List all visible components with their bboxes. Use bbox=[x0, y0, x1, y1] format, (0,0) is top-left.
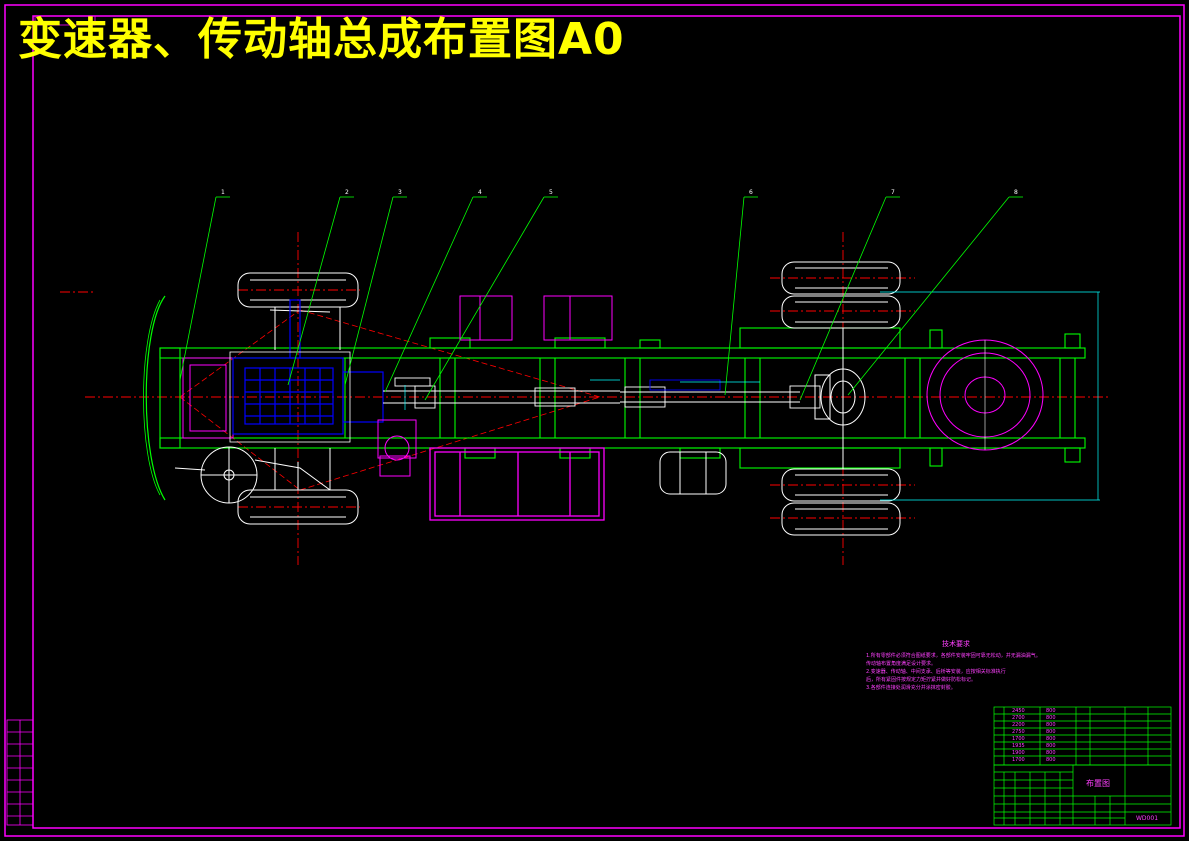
outer-frame bbox=[4, 4, 1185, 837]
rear-wheels bbox=[781, 261, 901, 536]
parts-table bbox=[993, 706, 1172, 766]
balloon-numbers: 1 2 3 4 5 6 7 8 bbox=[221, 189, 1018, 196]
dimension-table-width: 800 bbox=[1046, 750, 1056, 756]
balloon-5: 5 bbox=[549, 189, 553, 196]
dimension-table-length: 1935 bbox=[1012, 743, 1025, 749]
centerlines bbox=[60, 232, 1110, 565]
dimension-table-length: 1700 bbox=[1012, 736, 1025, 742]
dimension-table-length: 2450 bbox=[1012, 708, 1025, 714]
dimension-table-width: 800 bbox=[1046, 729, 1056, 735]
sheet-tag-box bbox=[34, 15, 96, 26]
title-block-drawing-number: WD001 bbox=[1136, 815, 1159, 822]
front-axle-steering bbox=[174, 307, 341, 504]
dimension-table-width: 800 bbox=[1046, 722, 1056, 728]
battery-boxes bbox=[459, 295, 613, 341]
rear-axle-differential bbox=[814, 328, 866, 469]
requirement-line: 1.所有零部件必须符合图纸要求，各部件安装牢固可靠无松动，并无漏油漏气。 bbox=[866, 653, 1041, 659]
dimension-table-length: 1900 bbox=[1012, 750, 1025, 756]
balloon-1: 1 bbox=[221, 189, 225, 196]
left-revision-strips bbox=[6, 719, 34, 826]
requirement-line: 3.各部件连接处润滑充分并涂抹密封胶。 bbox=[866, 685, 956, 691]
engine bbox=[182, 357, 234, 439]
dimension-table-length: 2700 bbox=[1012, 715, 1025, 721]
dimension-table-length: 2200 bbox=[1012, 722, 1025, 728]
dimension-table-width: 800 bbox=[1046, 757, 1056, 763]
inner-frame bbox=[32, 15, 1181, 829]
front-bumper bbox=[145, 295, 166, 501]
dimension-table-length: 1700 bbox=[1012, 757, 1025, 763]
chassis-frame bbox=[159, 327, 1086, 469]
drawing-title: 变速器、传动轴总成布置图A0 bbox=[18, 14, 625, 65]
balloon-leaders bbox=[179, 196, 1023, 401]
dimension-table-width: 800 bbox=[1046, 736, 1056, 742]
dimension-lines bbox=[404, 291, 1100, 501]
spare-tire bbox=[926, 339, 1044, 451]
dimension-table-width: 800 bbox=[1046, 743, 1056, 749]
balloon-4: 4 bbox=[478, 189, 482, 196]
balloon-7: 7 bbox=[891, 189, 895, 196]
dimension-table-length: 2750 bbox=[1012, 729, 1025, 735]
driveshaft-rear bbox=[620, 379, 821, 409]
requirement-line: 后，所有紧固件按规定力矩拧紧并做好防松标记。 bbox=[866, 677, 977, 683]
gearbox-housing bbox=[229, 351, 351, 443]
balloon-2: 2 bbox=[345, 189, 349, 196]
balloon-6: 6 bbox=[749, 189, 753, 196]
requirement-line: 传动轴布置角度满足设计要求。 bbox=[866, 661, 937, 667]
driveshaft-front bbox=[383, 377, 620, 409]
dimension-table-width: 800 bbox=[1046, 708, 1056, 714]
air-cleaner bbox=[377, 419, 417, 477]
balloon-3: 3 bbox=[398, 189, 402, 196]
balloon-8: 8 bbox=[1014, 189, 1018, 196]
title-block-drawing-name: 布置图 bbox=[1086, 779, 1110, 788]
dimension-table-width: 800 bbox=[1046, 715, 1056, 721]
air-tank bbox=[659, 451, 727, 495]
requirement-line: 2.变速器、传动轴、中间支承、后桥等安装，应按相关标准执行 bbox=[866, 669, 1006, 675]
technical-requirements: 技术要求 1.所有零部件必须符合图纸要求，各部件安装牢固可靠无松动，并无漏油漏气… bbox=[866, 640, 1046, 692]
gearbox bbox=[232, 299, 384, 435]
fuel-tank bbox=[429, 447, 605, 521]
technical-requirements-heading: 技术要求 bbox=[942, 640, 970, 648]
title-block bbox=[993, 764, 1172, 826]
layout-rays bbox=[179, 309, 601, 491]
